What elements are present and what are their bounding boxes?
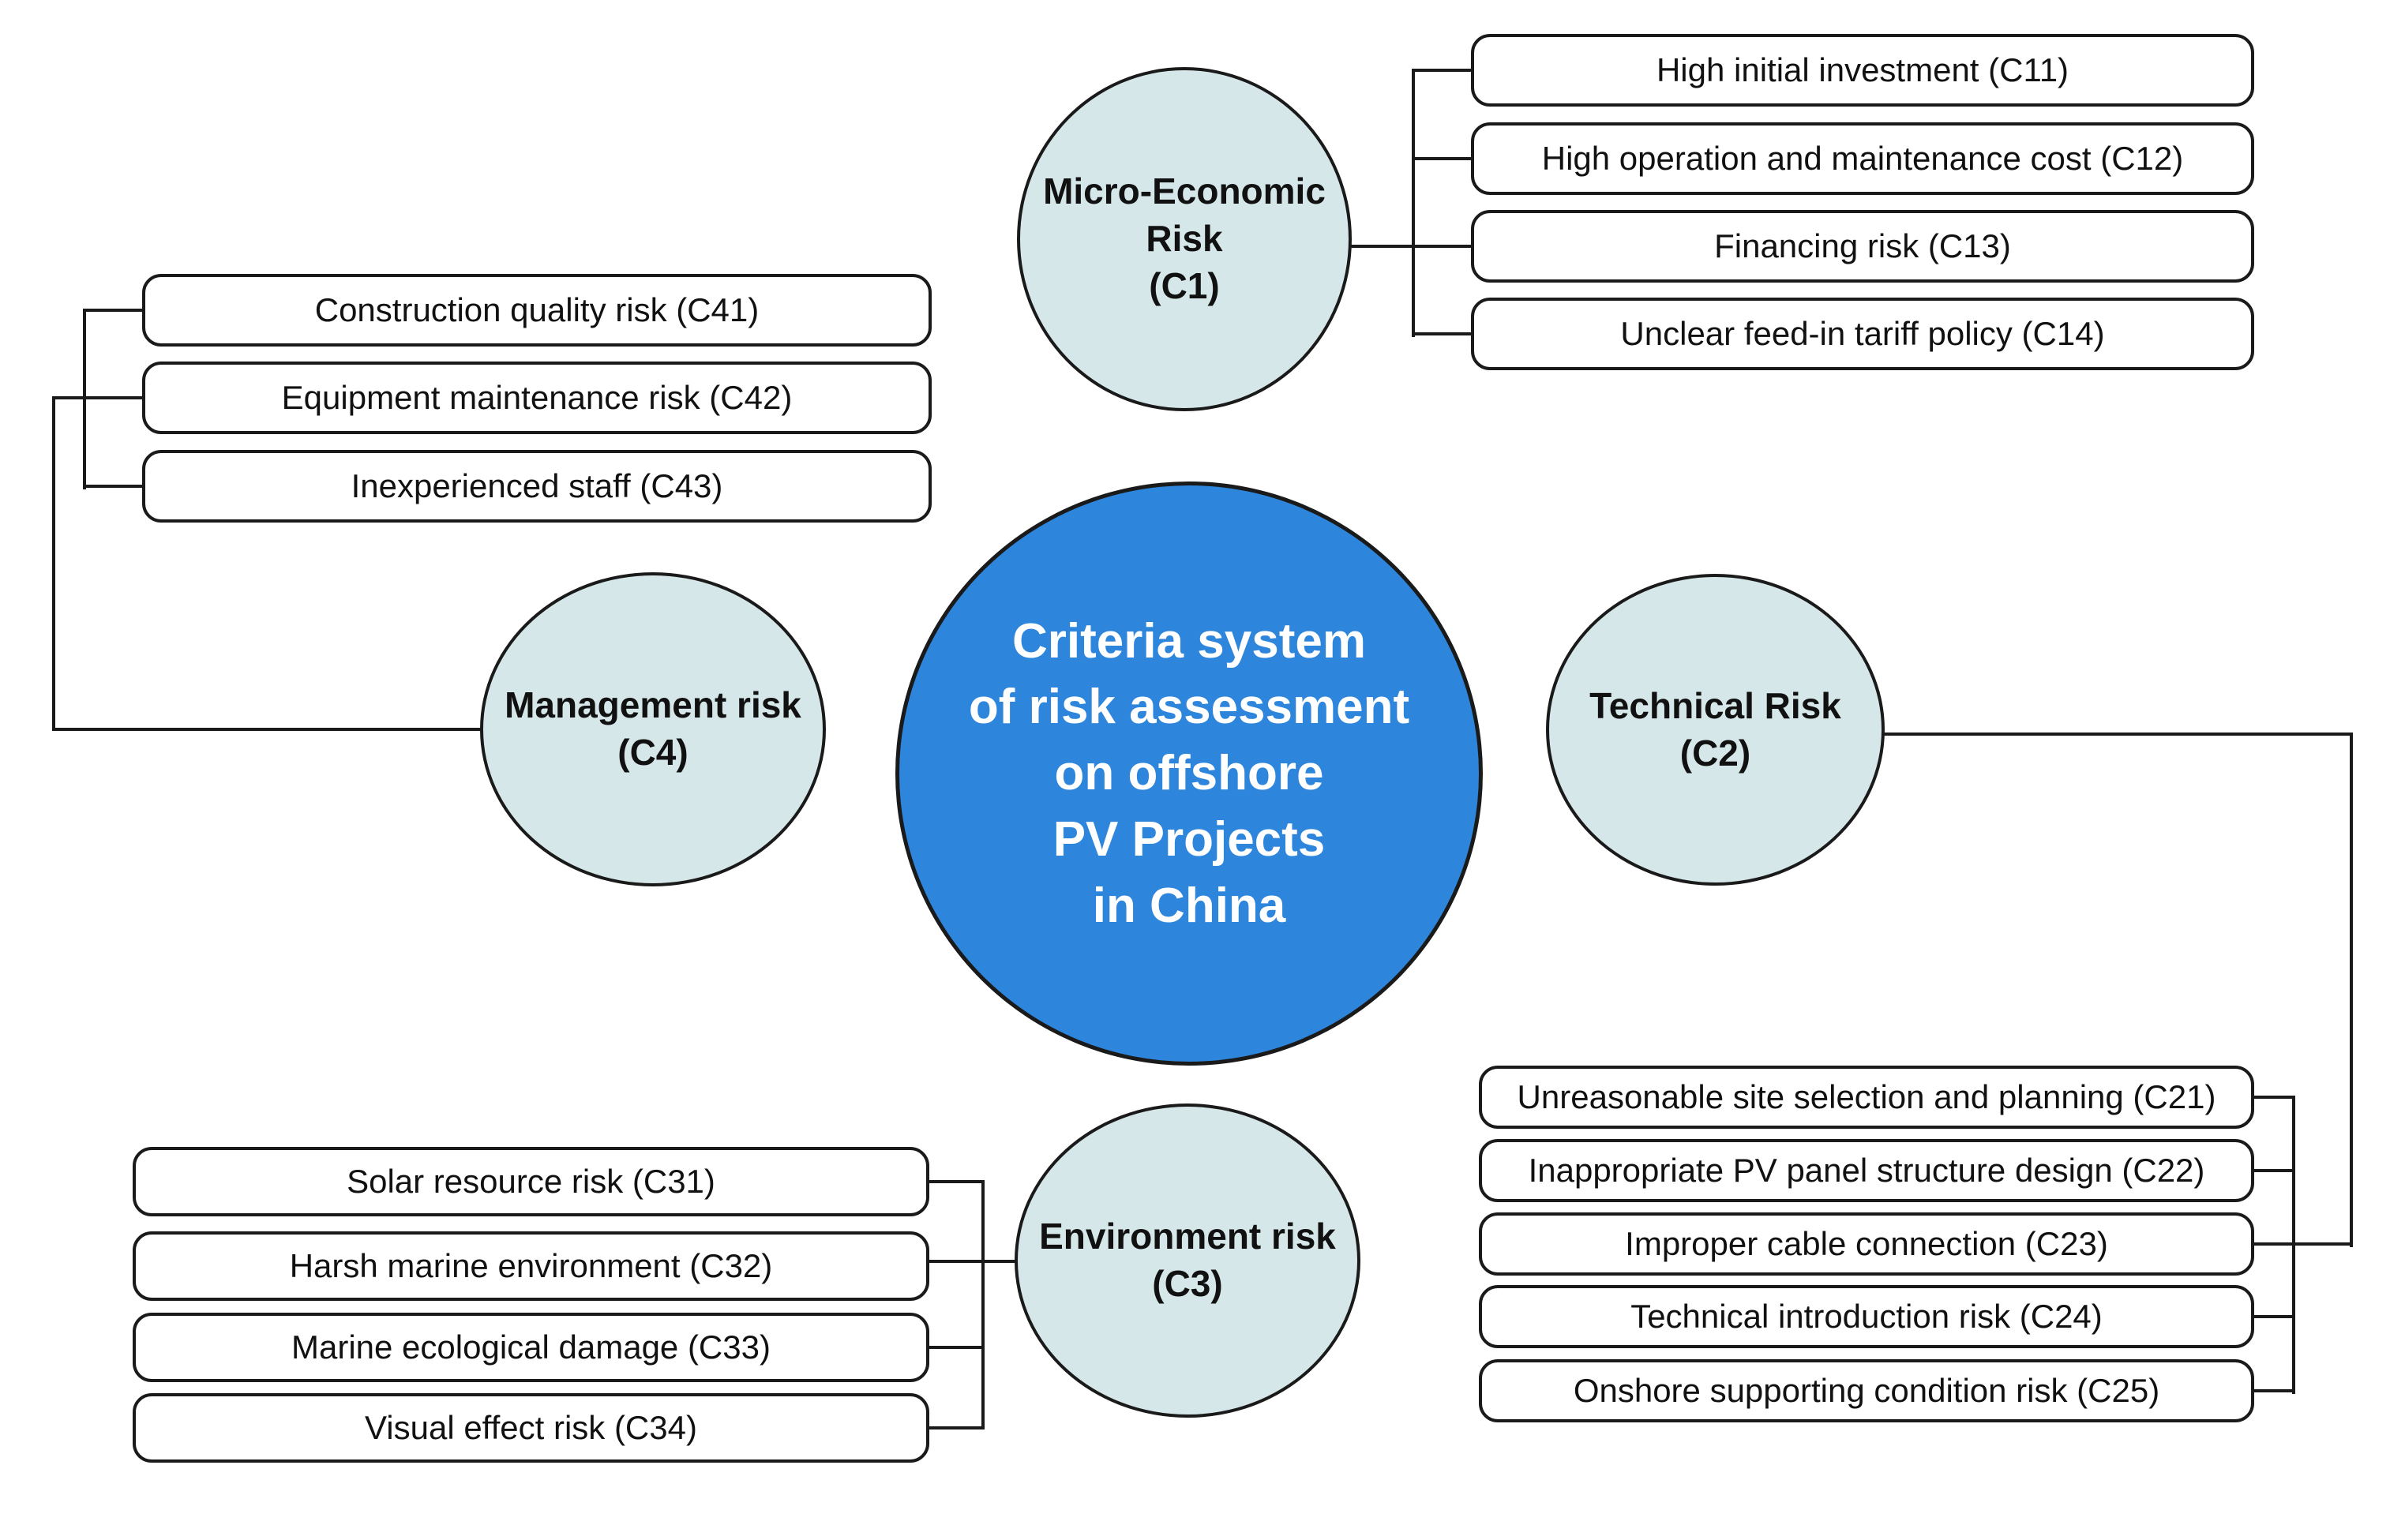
- connector-c3-stub-c33: [928, 1346, 985, 1349]
- risk-box-c43: Inexperienced staff (C43): [142, 450, 932, 523]
- connector-c4-stub-c42: [84, 396, 144, 399]
- connector-c2-stub-c21: [2253, 1096, 2295, 1099]
- category-node-c1-label-line: Risk: [1146, 218, 1223, 260]
- category-node-c3: Environment risk (C3): [1015, 1103, 1360, 1418]
- connector-c2-stub-c24: [2253, 1315, 2295, 1318]
- risk-box-c33: Marine ecological damage (C33): [133, 1313, 929, 1382]
- connector-c3-circle: [928, 1260, 1018, 1263]
- connector-c1-stub-c11: [1413, 69, 1473, 72]
- central-node-label-line: in China: [1092, 878, 1286, 933]
- central-node-label-line: of risk assessment: [968, 680, 1410, 735]
- risk-box-c24: Technical introduction risk (C24): [1479, 1285, 2254, 1348]
- risk-box-c41: Construction quality risk (C41): [142, 274, 932, 347]
- category-node-c3-label-line: (C3): [1152, 1263, 1223, 1304]
- connector-c2-stub-c25: [2253, 1389, 2295, 1392]
- category-node-c2: Technical Risk (C2): [1546, 574, 1885, 886]
- connector-c1-circle: [1350, 245, 1415, 248]
- connector-c3-stub-c31: [928, 1180, 985, 1183]
- category-node-c2-label-line: Technical Risk: [1589, 684, 1841, 726]
- risk-box-c22: Inappropriate PV panel structure design …: [1479, 1139, 2254, 1202]
- category-node-c3-label-line: Environment risk: [1039, 1216, 1336, 1257]
- risk-box-c21: Unreasonable site selection and planning…: [1479, 1066, 2254, 1129]
- risk-box-c14: Unclear feed-in tariff policy (C14): [1471, 298, 2254, 370]
- central-node-label-line: PV Projects: [1052, 811, 1326, 867]
- risk-box-c34: Visual effect risk (C34): [133, 1393, 929, 1463]
- connector-c4-outer-vertical: [52, 396, 55, 731]
- central-node: Criteria system of risk assessment on of…: [895, 481, 1483, 1066]
- connector-c4-outer-top: [52, 396, 86, 399]
- category-node-c4: Management risk (C4): [480, 572, 826, 886]
- risk-box-c32: Harsh marine environment (C32): [133, 1231, 929, 1301]
- connector-c1-stub-c14: [1413, 332, 1473, 335]
- connector-c1-stub-c12: [1413, 157, 1473, 160]
- connector-c3-trunk: [981, 1180, 985, 1429]
- connector-c2-circle: [1879, 733, 2353, 736]
- connector-c4-circle: [52, 728, 485, 731]
- connector-c2-stub-c23: [2253, 1242, 2353, 1246]
- risk-box-c25: Onshore supporting condition risk (C25): [1479, 1359, 2254, 1422]
- risk-box-c11: High initial investment (C11): [1471, 34, 2254, 107]
- category-node-c1-label-line: (C1): [1149, 264, 1220, 306]
- connector-c3-stub-c34: [928, 1426, 985, 1429]
- connector-c2-stub-c22: [2253, 1169, 2295, 1172]
- risk-box-c13: Financing risk (C13): [1471, 210, 2254, 283]
- category-node-c4-label-line: Management risk: [505, 684, 801, 726]
- central-node-label-line: on offshore: [1054, 746, 1324, 801]
- category-node-c2-label-line: (C2): [1679, 732, 1751, 774]
- risk-box-c23: Improper cable connection (C23): [1479, 1212, 2254, 1276]
- connector-c4-stub-c43: [84, 485, 144, 488]
- category-node-c1-label-line: Micro-Economic: [1043, 170, 1326, 212]
- connector-c2-outer-vertical: [2350, 733, 2353, 1247]
- connector-c4-stub-c41: [84, 309, 144, 312]
- risk-box-c12: High operation and maintenance cost (C12…: [1471, 122, 2254, 195]
- category-node-c4-label-line: (C4): [617, 732, 688, 773]
- category-node-c1: Micro-Economic Risk (C1): [1017, 67, 1352, 411]
- connector-c1-trunk: [1412, 69, 1415, 337]
- central-node-label-line: Criteria system: [1011, 613, 1367, 669]
- risk-box-c42: Equipment maintenance risk (C42): [142, 362, 932, 434]
- risk-box-c31: Solar resource risk (C31): [133, 1147, 929, 1216]
- connector-c1-stub-c13: [1413, 245, 1473, 248]
